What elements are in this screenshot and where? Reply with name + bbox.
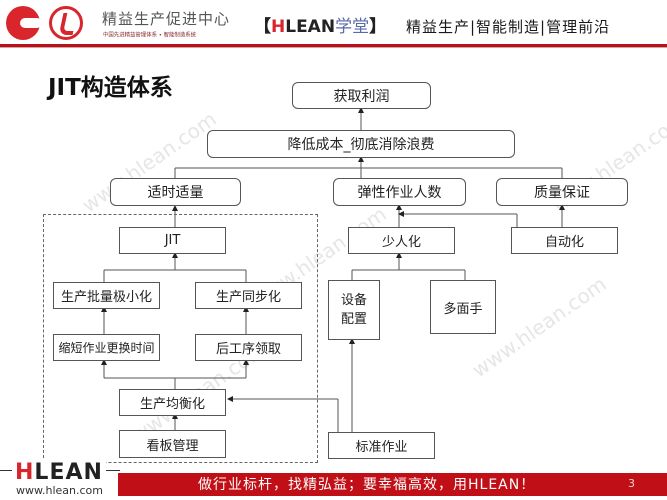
node-downstream-pull: 后工序领取 [195,334,302,361]
node-small-batch: 生产批量极小化 [53,282,160,309]
node-multi-skill: 多面手 [430,280,496,334]
node-profit: 获取利润 [292,82,431,109]
node-sync-production: 生产同步化 [195,282,302,309]
footer-url: www.hlean.com [16,484,103,497]
footer-logo-h: H [15,460,35,485]
brand-bracket-open: 【 [254,17,271,37]
header-divider [0,44,667,47]
footer-logo-rest: LEAN [34,460,103,485]
header: 精益生产促进中心 中国先进精益管理体系 • 智能制造系统 【HLEAN学堂】 精… [0,0,667,50]
node-jit: JIT [119,227,226,254]
org-subtitle: 中国先进精益管理体系 • 智能制造系统 [103,31,197,39]
node-production-leveling: 生产均衡化 [119,389,226,416]
footer-slogan: 做行业标杆，找精弘益；要幸福高效，用HLEAN！ [198,477,536,493]
node-jidoka: 自动化 [511,227,618,254]
node-setup-reduction: 缩短作业更换时间 [53,334,160,361]
footer-logo: HLEAN [12,460,106,485]
brand-cn: 学堂 [335,17,370,37]
node-shojinka: 少人化 [348,227,455,254]
page-title: JIT构造体系 [48,75,173,101]
footer-bar [118,473,667,496]
page-number: 3 [628,477,635,490]
header-slogan: 精益生产|智能制造|管理前沿 [406,18,611,36]
org-name: 精益生产促进中心 [102,10,231,28]
node-just-in-time-quantity: 适时适量 [110,178,241,206]
brand-bracket-close: 】 [369,17,387,37]
brand-h: H [271,17,286,37]
jit-dashed-region [43,214,318,463]
node-equipment-layout-line1: 设备 [340,293,367,308]
node-kanban: 看板管理 [119,430,226,458]
node-flexible-workforce: 弹性作业人数 [333,178,466,206]
logo-c-icon [6,6,42,40]
brand-tag: 【HLEAN学堂】 [254,12,386,37]
node-cost-reduction: 降低成本_彻底消除浪费 [207,130,515,158]
node-standard-work: 标准作业 [328,432,435,459]
node-equipment-layout-line2: 配置 [340,312,367,327]
brand-rest: LEAN [285,17,336,37]
node-equipment-layout: 设备 配置 [328,280,380,340]
node-quality-assurance: 质量保证 [496,178,628,206]
logo-l-icon [49,6,83,40]
header-divider-shadow [0,47,667,48]
